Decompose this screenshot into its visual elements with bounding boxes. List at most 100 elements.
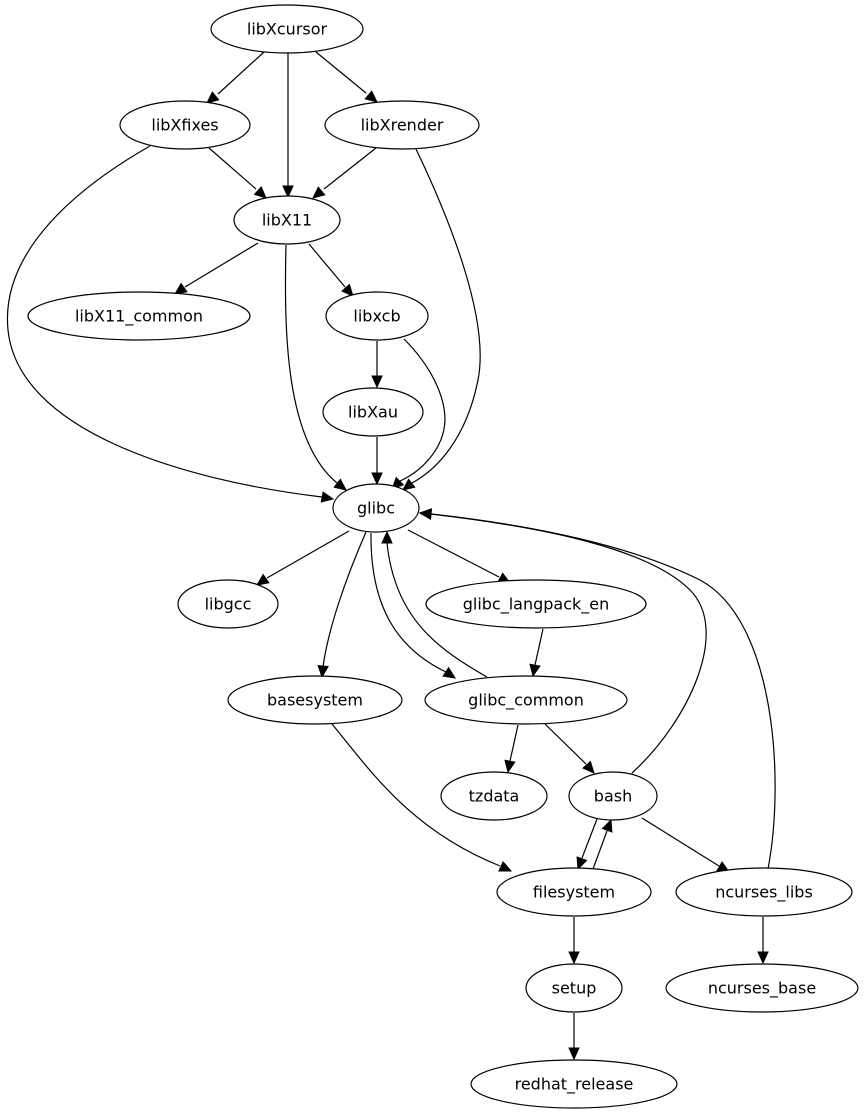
node-label: libX11 (262, 211, 312, 230)
edge-libXcursor-to-libXfixes (206, 51, 265, 104)
arrowhead-icon (504, 759, 516, 774)
edge-line (430, 513, 707, 774)
edge-line (411, 148, 481, 484)
edge-glibc-to-libgcc (256, 530, 350, 586)
arrowhead-icon (282, 185, 294, 199)
edge-libXfixes-to-glibc (6, 145, 335, 503)
node-shape (27, 291, 251, 341)
edge-line (430, 513, 776, 870)
node-label: libX11_common (75, 307, 203, 327)
edge-libXcursor-to-libX11 (282, 53, 294, 199)
node-filesystem[interactable]: filesystem (496, 867, 652, 917)
node-shape (324, 100, 480, 150)
arrowhead-icon (418, 508, 432, 520)
node-libXau[interactable]: libXau (322, 387, 424, 437)
node-shape (177, 579, 279, 629)
node-ncurses-base[interactable]: ncurses_base (665, 963, 859, 1013)
node-label: libXrender (361, 116, 444, 135)
edge-bash-to-glibc (418, 508, 707, 774)
node-label: filesystem (533, 883, 615, 902)
edge-line (331, 723, 501, 867)
node-label: ncurses_base (708, 979, 816, 999)
node-label: redhat_release (515, 1075, 634, 1095)
edge-line (509, 724, 519, 762)
edge-ncurses_libs-to-ncurses_base (757, 917, 769, 965)
arrowhead-icon (320, 491, 335, 503)
edge-line (323, 147, 377, 190)
edge-libxcb-to-libXau (371, 341, 383, 389)
edge-line (641, 817, 720, 867)
node-libgcc[interactable]: libgcc (177, 579, 279, 629)
node-libX11-common[interactable]: libX11_common (27, 291, 251, 341)
node-glibc-langpack-en[interactable]: glibc_langpack_en (425, 579, 647, 629)
edge-line (386, 542, 488, 678)
node-shape (665, 963, 859, 1013)
node-shape (332, 483, 420, 533)
node-libX11[interactable]: libX11 (233, 195, 341, 245)
node-bash[interactable]: bash (568, 771, 658, 821)
edge-glibc_common-to-bash (544, 723, 595, 774)
edge-line (399, 338, 446, 482)
edge-line (370, 532, 447, 673)
node-redhat-release[interactable]: redhat_release (470, 1059, 678, 1109)
edge-libX11-to-libxcb (308, 243, 354, 297)
node-glibc-common[interactable]: glibc_common (424, 675, 628, 725)
node-shape (675, 867, 853, 917)
node-libXcursor[interactable]: libXcursor (210, 4, 364, 54)
edge-glibc_langpack_en-to-glibc_common (529, 628, 544, 678)
node-libXfixes[interactable]: libXfixes (119, 100, 251, 150)
edge-bash-to-ncurses_libs (641, 817, 731, 873)
node-shape (322, 387, 424, 437)
arrowhead-icon (317, 665, 329, 679)
arrowhead-icon (381, 530, 393, 544)
edge-libXau-to-glibc (371, 437, 383, 486)
node-glibc[interactable]: glibc (332, 483, 420, 533)
arrowhead-icon (498, 860, 513, 872)
node-libxcb[interactable]: libxcb (325, 291, 429, 341)
arrowhead-icon (341, 283, 354, 297)
edge-line (6, 145, 323, 498)
edge-glibc-to-basesystem (317, 531, 367, 679)
edge-glibc_common-to-tzdata (504, 724, 519, 774)
node-setup[interactable]: setup (525, 963, 623, 1013)
edge-line (208, 147, 257, 190)
node-libXrender[interactable]: libXrender (324, 100, 480, 150)
arrowhead-icon (206, 91, 220, 104)
node-shape (424, 675, 628, 725)
node-label: tzdata (469, 787, 520, 806)
arrowhead-icon (253, 185, 267, 199)
edge-line (534, 628, 544, 666)
node-tzdata[interactable]: tzdata (440, 771, 548, 821)
edge-bash-to-filesystem (576, 818, 598, 871)
node-label: bash (594, 787, 632, 806)
arrowhead-icon (371, 472, 383, 486)
node-label: basesystem (267, 691, 363, 710)
edge-filesystem-to-setup (568, 917, 580, 965)
node-shape (496, 867, 652, 917)
node-basesystem[interactable]: basesystem (227, 675, 403, 725)
arrowhead-icon (364, 90, 378, 103)
arrowhead-icon (333, 478, 347, 491)
edges-layer (6, 51, 776, 1061)
node-label: libgcc (205, 595, 252, 614)
edge-line (581, 818, 598, 859)
node-label: libxcb (353, 307, 400, 326)
arrowhead-icon (568, 1047, 580, 1061)
node-shape (568, 771, 658, 821)
edge-glibc_common-to-glibc (381, 530, 488, 678)
edge-line (407, 529, 500, 578)
edge-libXrender-to-glibc (402, 148, 481, 491)
edge-line (266, 530, 350, 579)
node-label: libXcursor (247, 20, 328, 39)
node-shape (210, 4, 364, 54)
edge-line (322, 531, 367, 668)
edge-glibc-to-glibc_langpack_en (407, 529, 512, 584)
edge-line (544, 723, 587, 765)
edge-glibc-to-glibc_common (370, 532, 457, 679)
node-ncurses-libs[interactable]: ncurses_libs (675, 867, 853, 917)
node-shape (470, 1059, 678, 1109)
edge-libX11-to-libX11_common (174, 242, 259, 295)
arrowhead-icon (371, 375, 383, 389)
edge-line (308, 243, 346, 288)
edge-libXfixes-to-libX11 (208, 147, 267, 199)
